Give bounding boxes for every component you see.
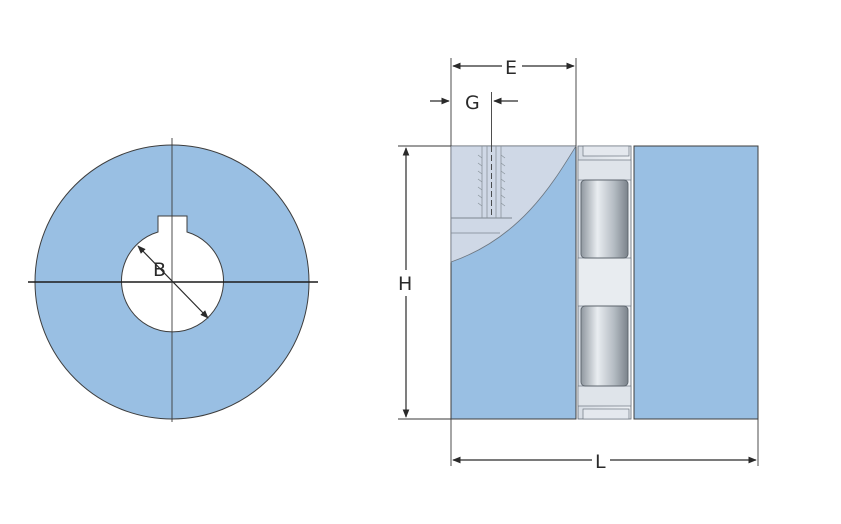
spider-lower — [577, 385, 632, 407]
right-hub — [633, 145, 759, 420]
lower-roller — [580, 305, 629, 387]
h-label: H — [398, 273, 412, 295]
set-screw — [477, 146, 506, 218]
side-view: E G H L — [396, 55, 759, 473]
flange-top-lip — [582, 145, 630, 157]
bore-dimension-line — [137, 245, 209, 319]
spider-upper — [577, 159, 632, 181]
g-label: G — [465, 92, 480, 114]
bore-label: B — [153, 259, 166, 281]
spider-middle — [577, 257, 632, 307]
end-view: B — [28, 138, 318, 422]
e-label: E — [505, 57, 517, 79]
l-label: L — [595, 451, 606, 473]
flange-bottom-lip — [582, 408, 630, 420]
upper-roller — [580, 179, 629, 259]
